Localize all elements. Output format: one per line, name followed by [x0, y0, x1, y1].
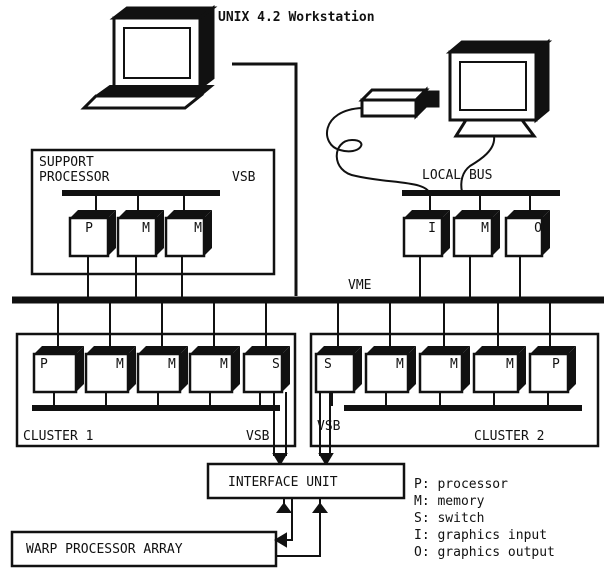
- cluster-2-label: CLUSTER 2: [474, 429, 544, 444]
- local-connectors: [419, 196, 531, 298]
- cluster-2-module-p: P: [528, 346, 576, 394]
- cluster-2-module-m-2: M: [418, 346, 470, 394]
- cluster-1-box: [15, 332, 297, 448]
- support-processor-title-1: SUPPORT: [39, 155, 94, 170]
- vme-label: VME: [348, 278, 371, 293]
- interface-warp-arrows: [274, 498, 328, 557]
- local-module-o: O: [504, 210, 550, 258]
- legend-switch: S: switch: [414, 511, 484, 526]
- cluster-1-module-p-label: P: [40, 357, 48, 372]
- cluster-2-vsb-label: VSB: [317, 419, 341, 434]
- cluster-1-module-m-2: M: [136, 346, 188, 394]
- legend-graphics-output: O: graphics output: [414, 545, 555, 560]
- support-processor-box: [30, 148, 276, 276]
- cluster-2-module-m-1-label: M: [396, 357, 404, 372]
- support-module-m-1: M: [116, 210, 164, 258]
- warp-array-box: [10, 530, 278, 568]
- cluster-1-label: CLUSTER 1: [23, 429, 93, 444]
- cluster-1-vsb-label: VSB: [246, 429, 270, 444]
- cluster-1-module-m-1: M: [84, 346, 136, 394]
- cluster-2-module-m-3-label: M: [506, 357, 514, 372]
- cluster-1-module-s: S: [242, 346, 290, 394]
- workstation-computer-icon: [80, 4, 218, 110]
- support-processor-title-2: PROCESSOR: [39, 170, 110, 185]
- support-module-p: P: [68, 210, 116, 258]
- local-bus-label: LOCAL BUS: [422, 168, 492, 183]
- switch-to-interface-arrows: [272, 392, 334, 466]
- workstation-label: UNIX 4.2 Workstation: [218, 10, 375, 25]
- cluster-2-module-p-label: P: [552, 357, 560, 372]
- interface-unit-label: INTERFACE UNIT: [228, 475, 338, 490]
- cluster-1-module-m-3-label: M: [220, 357, 228, 372]
- interface-unit-box: [206, 462, 406, 500]
- workstation-cable: [232, 62, 298, 296]
- local-module-m: M: [452, 210, 500, 258]
- legend: P: processor M: memory S: switch I: grap…: [414, 477, 555, 560]
- support-module-p-label: P: [85, 221, 93, 236]
- support-module-m-2-label: M: [194, 221, 202, 236]
- cluster-2-module-s: S: [314, 346, 362, 394]
- local-module-i: I: [402, 210, 450, 258]
- cluster-1-module-p: P: [32, 346, 84, 394]
- cluster-2-module-m-1: M: [364, 346, 416, 394]
- warp-array-label: WARP PROCESSOR ARRAY: [26, 542, 183, 557]
- cluster-1-module-m-1-label: M: [116, 357, 124, 372]
- cluster-2-module-m-2-label: M: [450, 357, 458, 372]
- support-vsb-label: VSB: [232, 170, 256, 185]
- cluster-2-module-m-3: M: [472, 346, 526, 394]
- cluster-2-box: [309, 332, 600, 448]
- cluster-connectors: [53, 302, 551, 406]
- support-connectors: [87, 196, 185, 298]
- camera-icon: [358, 86, 440, 120]
- graphics-monitor-icon: [445, 38, 553, 138]
- monitor-cable: [460, 135, 496, 193]
- camera-cable: [326, 107, 431, 197]
- cluster-2-module-s-label: S: [324, 357, 332, 372]
- legend-processor: P: processor: [414, 477, 508, 492]
- support-module-m-2: M: [164, 210, 212, 258]
- support-module-m-1-label: M: [142, 221, 150, 236]
- cluster-1-module-m-2-label: M: [168, 357, 176, 372]
- legend-memory: M: memory: [414, 494, 485, 509]
- local-module-o-label: O: [534, 221, 542, 236]
- cluster-1-module-s-label: S: [272, 357, 280, 372]
- local-module-i-label: I: [428, 221, 436, 236]
- local-module-m-label: M: [481, 221, 489, 236]
- cluster-1-module-m-3: M: [188, 346, 240, 394]
- legend-graphics-input: I: graphics input: [414, 528, 547, 543]
